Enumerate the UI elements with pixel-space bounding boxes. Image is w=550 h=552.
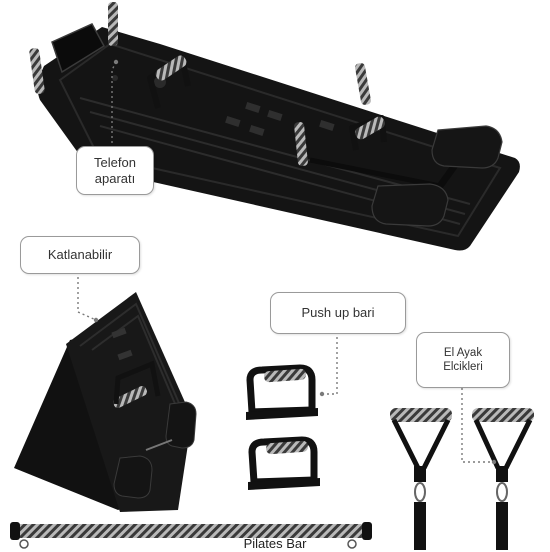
push-up-bar-top (246, 364, 318, 420)
phone-holder (29, 2, 118, 94)
grip-carabiner-left (414, 482, 426, 502)
folded-foot-pad-left (113, 455, 153, 499)
board-slot (245, 101, 261, 113)
leader-lines (77, 61, 494, 463)
board-slot (267, 109, 283, 121)
callout-foldable: Katlanabilir (20, 236, 140, 274)
side-post-left (29, 48, 45, 94)
board-slot (225, 115, 241, 127)
folded-handle (112, 385, 148, 409)
foot-pads (309, 125, 503, 227)
board-hole (112, 75, 118, 81)
pilates-bar (10, 522, 372, 549)
grip-handle-left (390, 408, 452, 422)
pilates-bar-caption: Pilates Bar (243, 536, 307, 551)
phone-holder-plate (51, 23, 105, 74)
phone-holder-post (108, 2, 118, 46)
board-rail-outer (58, 42, 502, 238)
callout-hand-foot-grips-line1: El Ayak (443, 347, 483, 359)
grip-strap-right (496, 502, 508, 550)
hand-grip-right (472, 408, 534, 550)
grip-handle-right (472, 408, 534, 422)
foot-pad-lower (371, 183, 449, 227)
callout-phone-holder-line1: Telefon (94, 154, 136, 170)
grip-carabiner-right (496, 482, 508, 502)
callout-foldable-label: Katlanabilir (47, 247, 113, 262)
board-slot (319, 119, 335, 131)
callout-phone-holder-line2: aparatı (94, 170, 136, 186)
callout-push-up-bar: Push up bari (270, 292, 406, 334)
foot-pad-upper (431, 125, 503, 169)
hand-grip-left (390, 408, 452, 550)
folded-board (14, 292, 197, 512)
grip-strap-left (414, 502, 426, 550)
side-post-right (355, 63, 371, 105)
callout-push-up-bar-label: Push up bari (301, 305, 375, 320)
callout-phone-holder: Telefon aparatı (76, 146, 154, 195)
callout-hand-foot-grips-line2: Elcikleri (443, 361, 483, 373)
board-handle-top (147, 55, 191, 109)
side-post-middle (294, 121, 308, 167)
push-up-bar-bottom (248, 436, 320, 490)
board-slot (249, 124, 265, 136)
callout-hand-foot-grips: El Ayak Elcikleri (416, 332, 510, 388)
board-handle-middle (349, 115, 387, 151)
